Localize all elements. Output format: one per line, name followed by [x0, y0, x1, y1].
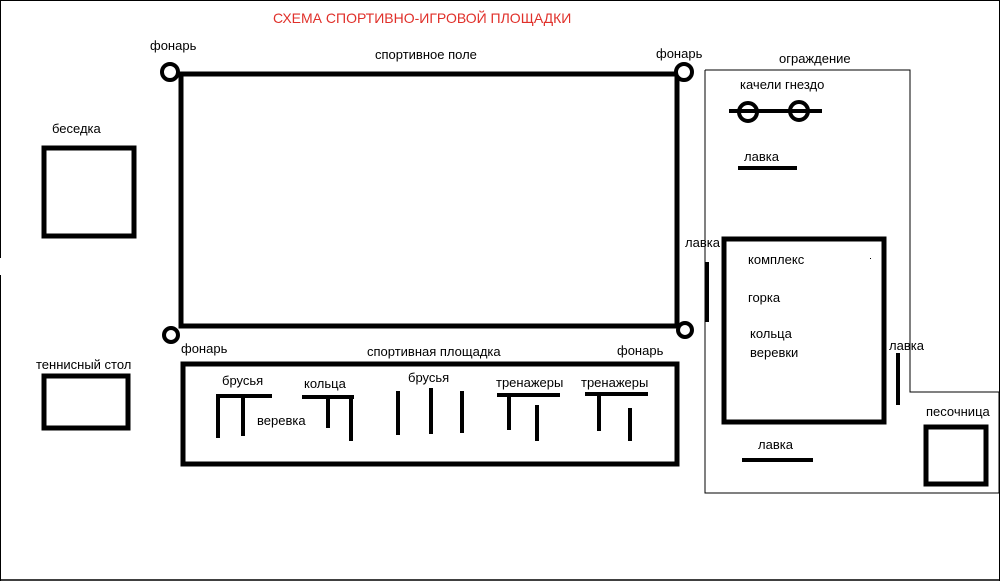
- fence: [704, 69, 1000, 494]
- sandbox-label: песочница: [926, 404, 990, 419]
- sports-field-label: спортивное поле: [375, 47, 477, 62]
- trainers-label-1: тренажеры: [496, 375, 564, 390]
- lantern-bottom-left: [162, 326, 180, 344]
- fence-label: ограждение: [779, 51, 851, 66]
- tennis-table-label: теннисный стол: [36, 357, 132, 372]
- gazebo-label: беседка: [52, 121, 101, 136]
- rings-ropes-label-2: веревки: [750, 345, 799, 360]
- swing-nest-label: качели гнездо: [740, 77, 825, 92]
- bench-label-bottom: лавка: [758, 437, 793, 452]
- parallel-bars-label-1: брусья: [222, 373, 264, 388]
- sports-ground: [180, 361, 680, 467]
- lantern-label-bottom-right: фонарь: [617, 343, 664, 358]
- rings-ropes-label-1: кольца: [750, 326, 792, 341]
- parallel-bars-label-2: брусья: [408, 370, 450, 385]
- lantern-label-bottom-left: фонарь: [181, 341, 228, 356]
- complex-dot: [870, 258, 871, 259]
- swing-seat-2: [788, 100, 810, 122]
- sports-ground-label: спортивная площадка: [367, 344, 501, 359]
- tennis-table: [41, 373, 131, 431]
- scheme-title: СХЕМА СПОРТИВНО-ИГРОВОЙ ПЛОЩАДКИ: [273, 10, 572, 26]
- bench-label-left: лавка: [685, 235, 720, 250]
- sports-field: [178, 71, 680, 329]
- lantern-bottom-right: [676, 321, 694, 339]
- slide-label: горка: [748, 290, 781, 305]
- complex-label: комплекс: [748, 252, 805, 267]
- lantern-top-left: [160, 62, 180, 82]
- sandbox: [923, 424, 989, 487]
- swing-seat-1: [737, 101, 759, 123]
- lantern-top-right: [674, 62, 694, 82]
- bench-label-right: лавка: [889, 338, 924, 353]
- rope-label: веревка: [257, 413, 306, 428]
- bench-label-top: лавка: [744, 149, 779, 164]
- rings-label: кольца: [304, 376, 346, 391]
- lantern-label-top-left: фонарь: [150, 38, 197, 53]
- lantern-label-top-right: фонарь: [656, 46, 703, 61]
- gazebo: [41, 145, 137, 239]
- complex: [721, 236, 887, 425]
- trainers-label-2: тренажеры: [581, 375, 649, 390]
